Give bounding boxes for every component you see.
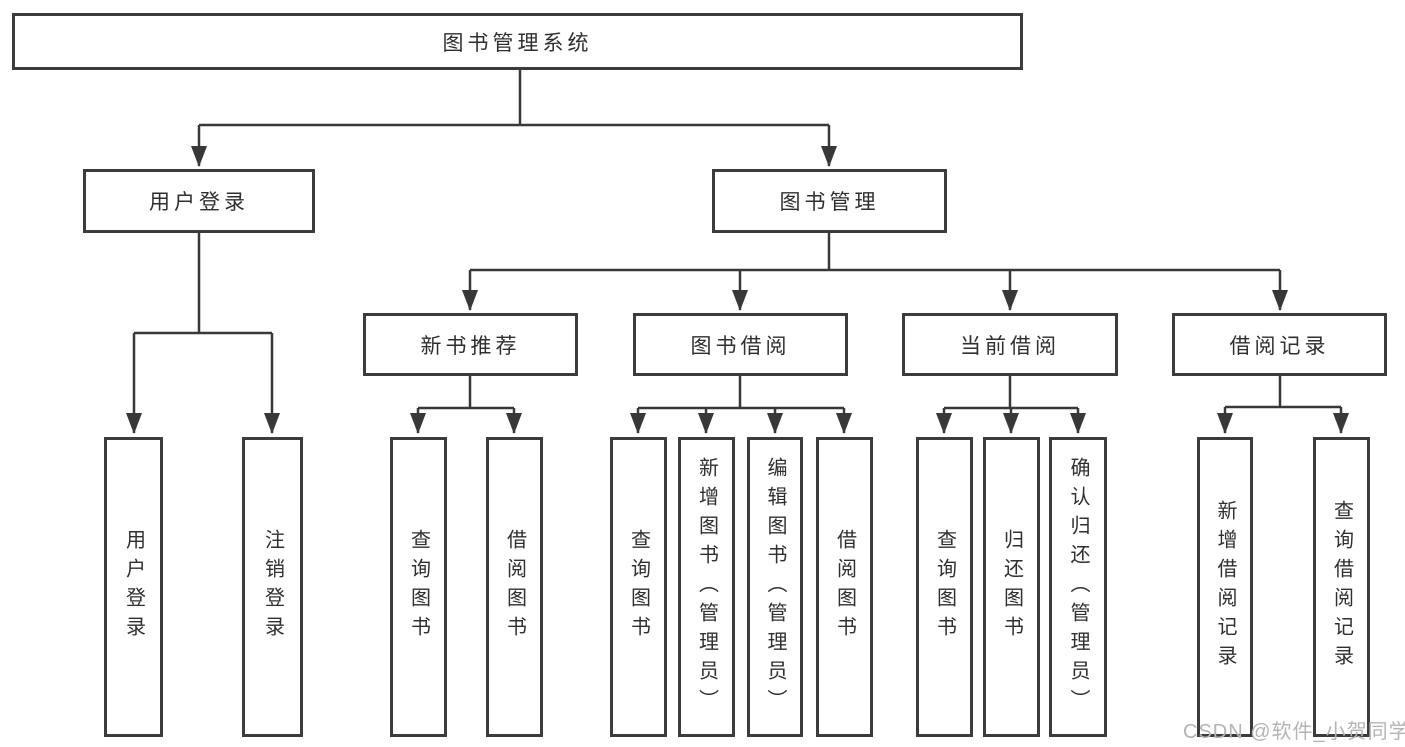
leaf-confirm-return-admin: 确认归还（管理员） <box>1049 437 1107 737</box>
leaf-query-borrow-record-label: 查询借阅记录 <box>1330 500 1353 674</box>
node-borrow-records: 借阅记录 <box>1172 313 1387 376</box>
node-book-management: 图书管理 <box>712 169 947 233</box>
node-user-login: 用户登录 <box>83 169 315 233</box>
leaf-user-login: 用户登录 <box>104 437 163 737</box>
leaf-borrow-books-borrowing: 借阅图书 <box>816 437 873 737</box>
leaf-edit-books-admin: 编辑图书（管理员） <box>747 437 803 737</box>
leaf-add-books-admin: 新增图书（管理员） <box>678 437 735 737</box>
leaf-logout-login: 注销登录 <box>242 437 303 737</box>
node-new-book-recommendation: 新书推荐 <box>363 313 578 376</box>
leaf-user-login-label: 用户登录 <box>122 529 145 645</box>
leaf-logout-login-label: 注销登录 <box>261 529 284 645</box>
leaf-borrow-books-recommend: 借阅图书 <box>486 437 543 737</box>
leaf-add-borrow-record: 新增借阅记录 <box>1197 437 1253 737</box>
leaf-return-books-label: 归还图书 <box>1000 529 1023 645</box>
leaf-add-borrow-record-label: 新增借阅记录 <box>1214 500 1236 674</box>
watermark: CSDN @软件_小贺同学 <box>1183 721 1405 743</box>
leaf-query-books-recommend: 查询图书 <box>390 437 447 737</box>
node-current-borrowing: 当前借阅 <box>902 313 1118 376</box>
leaf-query-borrow-record: 查询借阅记录 <box>1313 437 1370 737</box>
leaf-borrow-books-recommend-label: 借阅图书 <box>503 529 526 645</box>
leaf-return-books: 归还图书 <box>983 437 1040 737</box>
leaf-query-books-borrowing-label: 查询图书 <box>627 529 650 645</box>
leaf-query-books-recommend-label: 查询图书 <box>407 529 430 645</box>
node-root: 图书管理系统 <box>12 13 1023 70</box>
leaf-query-books-current: 查询图书 <box>916 437 973 737</box>
leaf-edit-books-admin-label: 编辑图书（管理员） <box>764 456 786 718</box>
leaf-confirm-return-admin-label: 确认归还（管理员） <box>1067 456 1089 718</box>
leaf-add-books-admin-label: 新增图书（管理员） <box>695 456 718 718</box>
node-book-borrowing: 图书借阅 <box>633 313 848 376</box>
leaf-query-books-borrowing: 查询图书 <box>610 437 667 737</box>
leaf-borrow-books-borrowing-label: 借阅图书 <box>833 529 856 645</box>
leaf-query-books-current-label: 查询图书 <box>933 529 956 645</box>
